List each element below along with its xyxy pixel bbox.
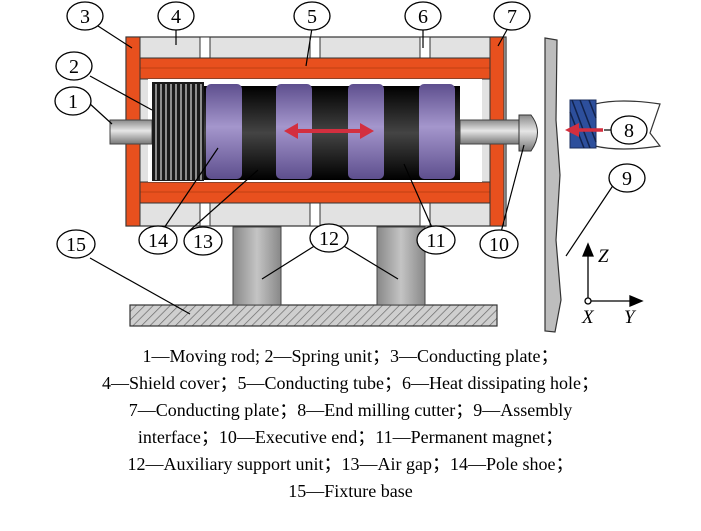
callout-8: 8 xyxy=(624,120,634,142)
leader-lines xyxy=(88,25,620,315)
callout-11: 11 xyxy=(426,230,445,252)
callout-3: 3 xyxy=(80,6,90,28)
callout-1-ring xyxy=(54,86,92,116)
callout-7-ring xyxy=(493,1,531,31)
callout-3-ring xyxy=(66,1,104,31)
legend-line-3: 7—Conducting plate；8—End milling cutter；… xyxy=(128,400,573,420)
callout-5: 5 xyxy=(307,6,317,28)
support-unit-left xyxy=(232,226,282,306)
coordinate-axes xyxy=(582,242,644,307)
axis-z-label: Z xyxy=(598,246,609,267)
callout-12-ring xyxy=(309,223,349,253)
pole-shoe-1 xyxy=(206,84,242,179)
moving-rod-left xyxy=(109,119,153,145)
callout-9: 9 xyxy=(622,168,632,190)
callout-6: 6 xyxy=(418,6,428,28)
callout-11-ring xyxy=(416,225,456,255)
legend-line-6: 15—Fixture base xyxy=(288,481,413,501)
legend-line-4: interface；10—Executive end；11—Permanent … xyxy=(137,427,564,447)
callout-12: 12 xyxy=(319,228,339,250)
callout-9-ring xyxy=(608,163,646,193)
callout-4: 4 xyxy=(171,6,181,28)
callout-13-ring xyxy=(183,226,223,256)
figure-legend: 1—Moving rod; 2—Spring unit；3—Conducting… xyxy=(0,343,701,505)
callout-2: 2 xyxy=(69,56,79,78)
callout-4-ring xyxy=(157,1,195,31)
callout-5-ring xyxy=(293,1,331,31)
callout-2-ring xyxy=(55,51,93,81)
callout-6-ring xyxy=(404,1,442,31)
assembly-interface xyxy=(544,37,562,333)
callout-circles xyxy=(54,1,648,259)
callout-14: 14 xyxy=(148,230,168,252)
pole-shoe-4 xyxy=(419,84,455,179)
callout-8-ring xyxy=(610,115,648,145)
callout-10-ring xyxy=(479,229,519,259)
callout-13: 13 xyxy=(193,231,213,253)
executive-end xyxy=(518,114,538,152)
legend-line-5: 12—Auxiliary support unit；13—Air gap；14—… xyxy=(127,454,574,474)
axis-x-label: X xyxy=(581,307,595,328)
callout-10: 10 xyxy=(489,234,509,256)
axis-y-label: Y xyxy=(624,307,637,328)
motion-arrow xyxy=(284,123,374,139)
legend-line-2: 4—Shield cover；5—Conducting tube；6—Heat … xyxy=(102,373,599,393)
spring-unit xyxy=(152,82,204,181)
callout-15: 15 xyxy=(66,234,86,256)
callout-14-ring xyxy=(138,225,178,255)
moving-rod-right xyxy=(459,119,521,145)
legend-line-1: 1—Moving rod; 2—Spring unit；3—Conducting… xyxy=(142,346,559,366)
conducting-tube-top xyxy=(139,57,491,80)
fixture-base xyxy=(129,304,498,327)
callout-7: 7 xyxy=(507,6,517,28)
actuator-diagram: Z X Y 3 xyxy=(54,1,662,333)
callout-1: 1 xyxy=(68,91,78,113)
callout-15-ring xyxy=(56,229,96,259)
heat-dissipating-holes xyxy=(199,36,431,227)
